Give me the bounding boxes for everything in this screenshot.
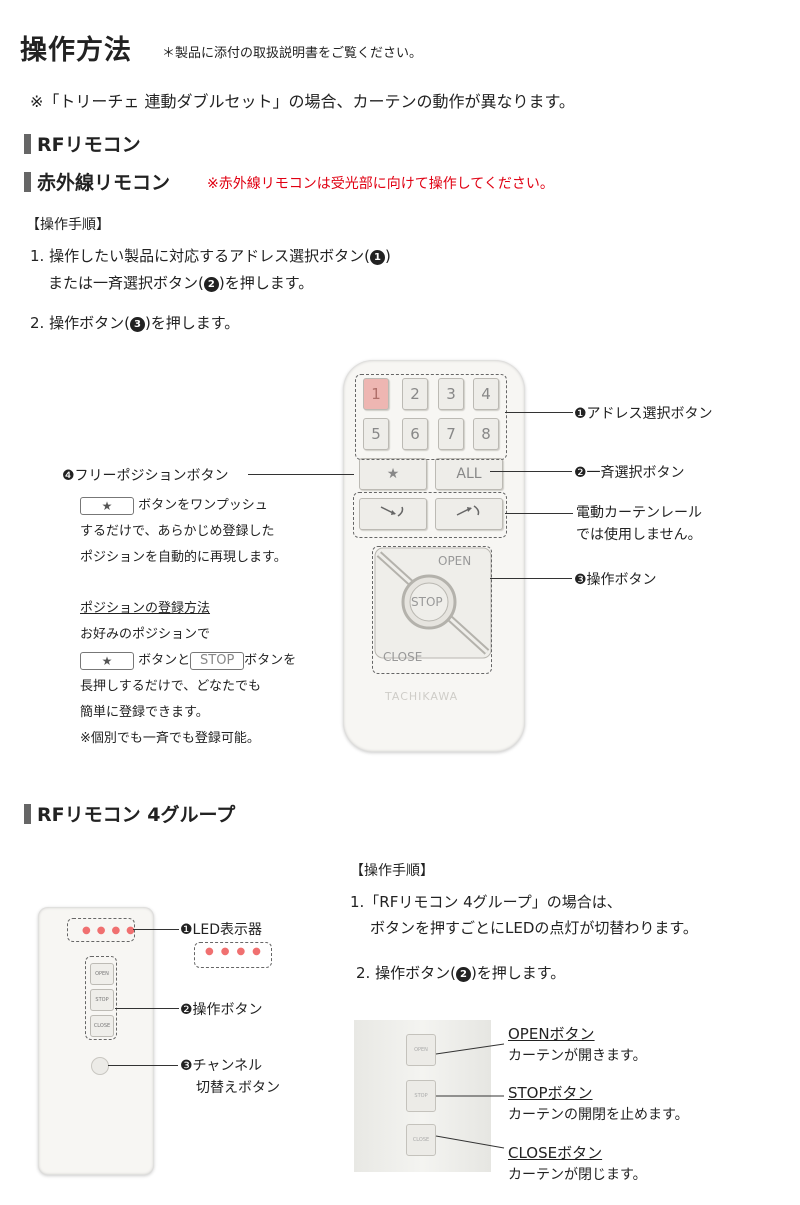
button-closeup-photo: OPEN STOP CLOSE [354,1020,491,1172]
led-sample-dots: ●●●● [205,946,268,957]
step-1-line-b: または一斉選択ボタン(2)を押します。 [48,274,314,292]
all-select-button[interactable]: ALL [435,458,503,490]
photo-close-button: CLOSE [406,1124,436,1156]
address-button-3[interactable]: 3 [438,378,464,410]
open-desc: カーテンが開きます。 [508,1048,647,1064]
operation-group-outline [372,546,492,674]
channel-switch-button[interactable] [91,1057,109,1075]
open-label: OPEN [438,554,472,568]
section-bar-icon [24,133,31,154]
tilt-down-icon [380,506,404,517]
close-label: CLOSE [383,650,423,664]
registration-title: ポジションの登録方法 [80,601,211,616]
rf4-steps-heading: 【操作手順】 [350,863,434,879]
stop-desc: カーテンの開閉を止めます。 [508,1107,689,1123]
page-title: 操作方法 [20,35,132,66]
rf4-step-1a: 1.「RFリモコン 4グループ」の場合は、 [350,893,622,911]
step-1-line-a: 1. 操作したい製品に対応するアドレス選択ボタン(1) [30,247,391,265]
open-title: OPENボタン [508,1025,595,1043]
address-button-1[interactable]: 1 [363,378,389,410]
callout-line [248,474,354,475]
angle-left-button[interactable] [359,498,427,530]
callout-rf4-op: ❷操作ボタン [180,1002,263,1018]
brand-logo: TACHIKAWA [385,690,459,703]
callout-address: ❶アドレス選択ボタン [574,406,713,422]
rf4-step-2: 2. 操作ボタン(2)を押します。 [356,964,566,982]
photo-open-button: OPEN [406,1034,436,1066]
rf-remote: 1 2 3 4 5 6 7 8 ★ ALL OPEN STOP CLOSE TA… [343,360,525,752]
ir-note: ※赤外線リモコンは受光部に向けて操作してください。 [207,176,554,192]
address-group-outline [355,374,507,460]
tilt-up-icon [456,505,480,516]
section-ir: 赤外線リモコン [24,168,170,195]
close-desc: カーテンが閉じます。 [508,1167,647,1183]
section-bar-icon [24,803,31,824]
callout-rail-1: 電動カーテンレール [576,505,702,521]
led-outline [67,918,135,942]
section-rf: RFリモコン [24,130,141,157]
star-box-icon: ★ [80,496,134,515]
mini-stop-button[interactable]: STOP [90,989,114,1011]
step-2: 2. 操作ボタン(3)を押します。 [30,314,240,332]
photo-callout-lines [435,1043,505,1149]
free-position-button[interactable]: ★ [359,458,427,490]
callout-operation: ❸操作ボタン [574,572,657,588]
address-button-2[interactable]: 2 [402,378,428,410]
set-notice: ※「トリーチェ 連動ダブルセット」の場合、カーテンの動作が異なります。 [30,92,575,111]
callout-line [133,929,179,930]
angle-group-outline [353,492,507,538]
led-dots: ●●●● [82,925,141,936]
mini-open-button[interactable]: OPEN [90,963,114,985]
address-button-5[interactable]: 5 [363,418,389,450]
rf4-step-1b: ボタンを押すごとにLEDの点灯が切替わります。 [370,919,698,937]
section-rf4: RFリモコン 4グループ [24,800,235,827]
address-button-4[interactable]: 4 [473,378,499,410]
callout-all: ❷一斉選択ボタン [574,465,685,481]
number-1-icon: 1 [369,250,385,265]
star-box-icon: ★ [80,651,134,670]
number-2-icon: 2 [455,967,471,982]
callout-line [505,513,573,514]
steps-heading: 【操作手順】 [26,217,110,233]
callout-line [490,578,572,579]
address-button-8[interactable]: 8 [473,418,499,450]
callout-line [505,412,573,413]
photo-stop-button: STOP [406,1080,436,1112]
callout-free-position: ❹フリーポジションボタン [62,468,229,484]
callout-line [115,1008,179,1009]
stop-box-icon: STOP [190,651,245,670]
number-2-icon: 2 [203,277,219,292]
section-bar-icon [24,171,31,192]
callout-channel-1: ❸チャンネル [180,1058,263,1074]
rf4-remote: ●●●● OPEN STOP CLOSE [38,907,154,1175]
operation-pad[interactable] [373,546,493,660]
callout-led: ❶LED表示器 [180,922,262,938]
callout-line [490,471,572,472]
callout-line [108,1065,178,1066]
mini-close-button[interactable]: CLOSE [90,1015,114,1037]
manual-note: ＊製品に添付の取扱説明書をご覧ください。 [162,46,423,61]
callout-channel-2: 切替えボタン [196,1080,280,1096]
callout-rail-2: では使用しません。 [576,527,702,543]
number-3-icon: 3 [129,317,145,332]
close-title: CLOSEボタン [508,1144,603,1162]
led-sample-outline [194,942,272,968]
rf4-op-outline [85,956,117,1040]
stop-title: STOPボタン [508,1084,593,1102]
address-button-6[interactable]: 6 [402,418,428,450]
free-desc: ★ ボタンをワンプッシュ するだけで、あらかじめ登録した ポジションを自動的に再… [80,496,287,565]
angle-right-button[interactable] [435,498,503,530]
stop-label: STOP [411,595,443,609]
address-button-7[interactable]: 7 [438,418,464,450]
